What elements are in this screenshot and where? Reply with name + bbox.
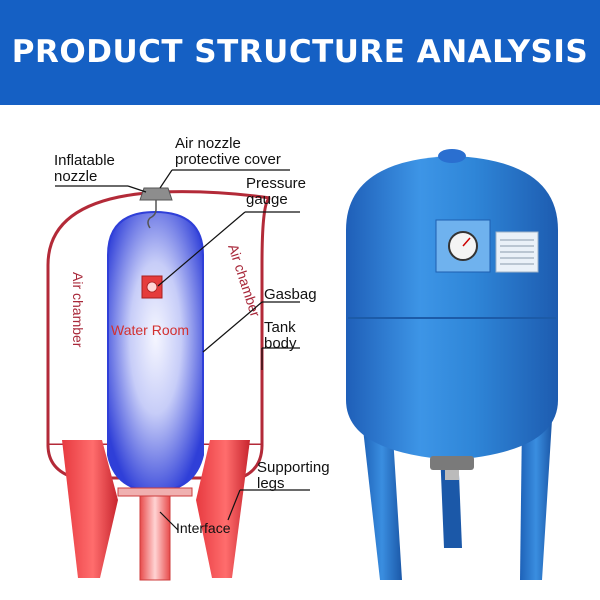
- air-chamber-label-left: Air chamber: [70, 272, 86, 348]
- interface-pipe: [139, 495, 171, 581]
- label-air-nozzle-cover: Air nozzle protective cover: [175, 135, 281, 168]
- right-support-leg: [196, 440, 250, 578]
- label-inflatable-nozzle: Inflatable nozzle: [54, 152, 115, 185]
- water-room-label: Water Room: [111, 322, 189, 338]
- photo-leg-right: [520, 420, 552, 580]
- header-banner: PRODUCT STRUCTURE ANALYSIS: [0, 0, 600, 105]
- page-title: PRODUCT STRUCTURE ANALYSIS: [11, 34, 589, 70]
- photo-leg-left: [362, 420, 402, 580]
- interface-flange: [117, 487, 193, 497]
- gasbag: [107, 210, 204, 494]
- photo-bottom-fitting: [430, 456, 474, 470]
- label-interface: Interface: [176, 520, 231, 536]
- product-photo: [346, 149, 558, 580]
- left-support-leg: [62, 440, 118, 578]
- leader-lines: [55, 169, 310, 531]
- label-supporting-legs: Supporting legs: [257, 459, 330, 492]
- label-tank-body: Tank body: [264, 319, 297, 352]
- label-gasbag: Gasbag: [264, 286, 317, 303]
- air-nozzle-cover: [139, 187, 173, 201]
- label-pressure-gauge: Pressure gauge: [246, 175, 307, 208]
- photo-top-cap: [438, 149, 466, 163]
- photo-tank-body: [346, 156, 558, 460]
